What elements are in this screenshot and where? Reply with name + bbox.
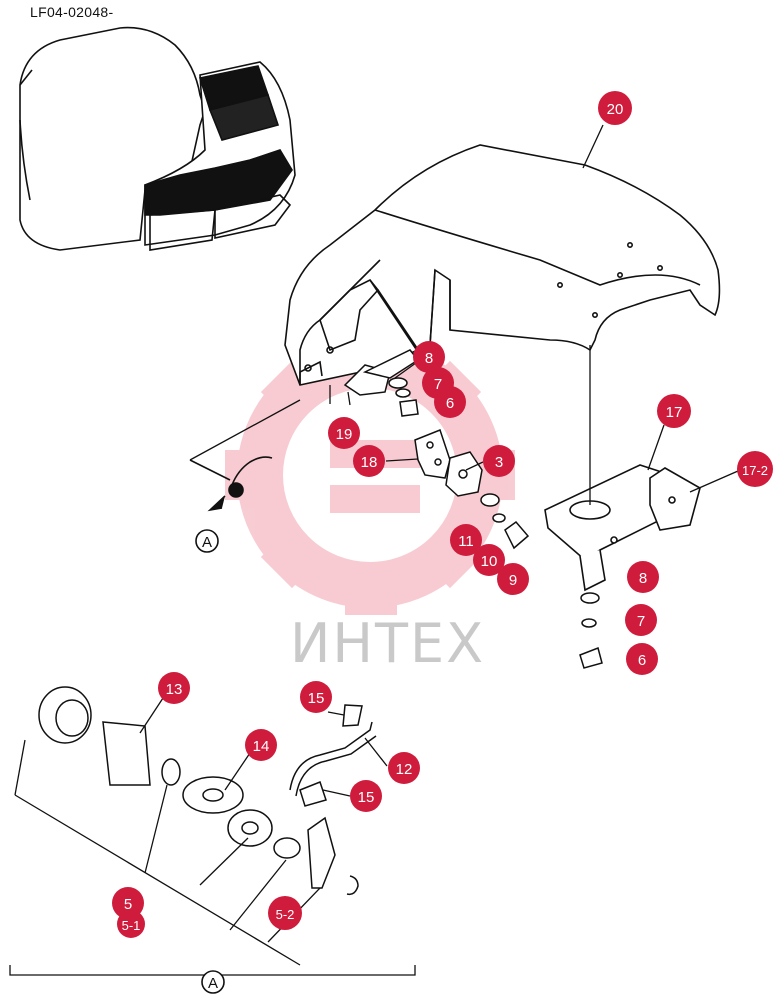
callout-c8a-label: 8	[425, 350, 433, 367]
callout-c10: 10	[473, 544, 505, 576]
document-code: LF04-02048-	[30, 4, 114, 20]
right-fastener-stack	[579, 592, 603, 669]
washers-and-bolt	[480, 493, 530, 550]
handle-component	[189, 456, 273, 512]
callout-c15b: 15	[350, 780, 382, 812]
callout-c20-label: 20	[607, 101, 624, 118]
callout-c17-2: 17-2	[737, 451, 773, 487]
callout-c9-label: 9	[509, 572, 517, 589]
callout-c7b: 7	[625, 604, 657, 636]
callout-c15a: 15	[300, 681, 332, 713]
connecting-rod	[289, 704, 377, 807]
callout-c3: 3	[483, 445, 515, 477]
callout-c11-label: 11	[458, 533, 474, 550]
callout-c11: 11	[450, 524, 482, 556]
canopy-roof-part	[284, 144, 721, 386]
callout-c7a-label: 7	[434, 376, 442, 393]
lower-exploded-assembly	[38, 686, 359, 896]
callout-c5-1-label: 5-1	[122, 918, 141, 933]
callout-c13-label: 13	[166, 681, 183, 698]
callout-c14: 14	[245, 729, 277, 761]
callout-c19-label: 19	[336, 426, 353, 443]
cab-overview-illustration	[19, 26, 296, 251]
callout-c13: 13	[158, 672, 190, 704]
callout-c18: 18	[353, 445, 385, 477]
callout-c8b: 8	[627, 561, 659, 593]
callout-c8b-label: 8	[639, 570, 647, 587]
watermark-text: ИНТЕХ	[290, 612, 486, 675]
callout-c15b-label: 15	[358, 789, 375, 806]
callout-c3-label: 3	[495, 454, 503, 471]
callout-c5-2: 5-2	[268, 896, 302, 930]
callout-c10-label: 10	[481, 553, 498, 570]
callout-c6b-label: 6	[638, 652, 646, 669]
leader-lines	[9, 124, 739, 976]
callout-c8a: 8	[413, 341, 445, 373]
hinge-bracket-part	[414, 429, 451, 479]
callout-c12: 12	[388, 752, 420, 784]
callout-c5-label: 5	[124, 896, 132, 913]
callout-c6a: 6	[434, 386, 466, 418]
callout-c5-1: 5-1	[117, 910, 145, 938]
callout-c7b-label: 7	[637, 613, 645, 630]
callout-c20: 20	[598, 91, 632, 125]
latch-plate-part	[445, 451, 483, 497]
callout-c6b: 6	[626, 643, 658, 675]
callout-c17-label: 17	[666, 404, 683, 421]
callout-c12-label: 12	[396, 761, 413, 778]
callout-c17: 17	[657, 394, 691, 428]
callout-c14-label: 14	[253, 738, 270, 755]
latch-assembly	[343, 349, 420, 417]
callout-c17-2-label: 17-2	[742, 463, 768, 478]
callout-c19: 19	[328, 417, 360, 449]
callout-c6a-label: 6	[446, 395, 454, 412]
callout-c15a-label: 15	[308, 690, 325, 707]
callout-c5-2-label: 5-2	[276, 907, 295, 922]
callout-c9: 9	[497, 563, 529, 595]
mounting-plate-part	[544, 464, 701, 592]
callout-c18-label: 18	[361, 454, 378, 471]
